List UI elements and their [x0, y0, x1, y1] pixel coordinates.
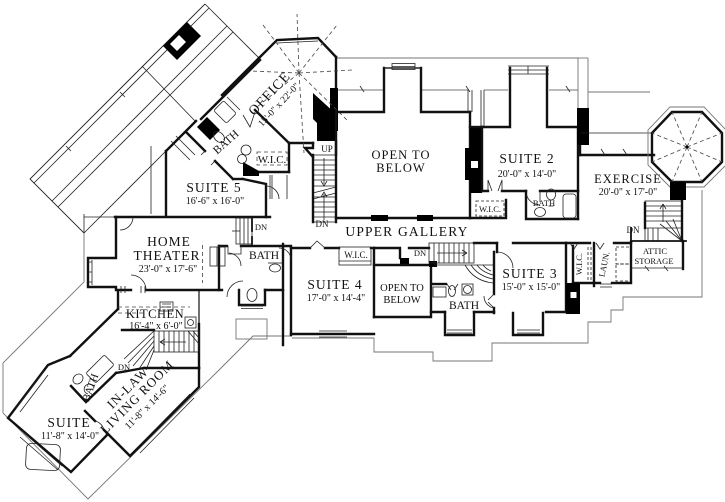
svg-text:15'-0" x 15'-0": 15'-0" x 15'-0" [502, 282, 560, 293]
svg-text:DN: DN [255, 222, 267, 232]
svg-text:KITCHEN: KITCHEN [126, 307, 184, 321]
svg-text:SUITE 4: SUITE 4 [307, 277, 362, 292]
svg-text:DN: DN [627, 225, 640, 235]
svg-text:16'-4" x 6'-0": 16'-4" x 6'-0" [129, 321, 182, 332]
svg-text:UPPER GALLERY: UPPER GALLERY [345, 224, 468, 239]
svg-text:DN: DN [118, 362, 130, 372]
svg-text:SUITE 5: SUITE 5 [186, 180, 241, 195]
svg-text:ATTIC: ATTIC [643, 246, 667, 256]
svg-text:OPEN TO: OPEN TO [372, 148, 431, 162]
svg-text:SUITE 3: SUITE 3 [502, 266, 557, 281]
svg-text:THEATER: THEATER [134, 248, 201, 263]
svg-text:DN: DN [414, 248, 426, 258]
svg-text:BATH: BATH [449, 300, 479, 312]
svg-text:BELOW: BELOW [376, 161, 425, 175]
svg-text:16'-6" x 16'-0": 16'-6" x 16'-0" [186, 196, 244, 207]
svg-text:11'-8" x 14'-0": 11'-8" x 14'-0" [41, 431, 99, 442]
svg-text:BATH: BATH [249, 250, 279, 262]
svg-text:DN: DN [316, 219, 329, 229]
svg-text:W.I.C.: W.I.C. [574, 253, 584, 275]
svg-text:STORAGE: STORAGE [634, 256, 673, 266]
svg-text:17'-0" x 14'-4": 17'-0" x 14'-4" [307, 293, 365, 304]
svg-text:W.I.C.: W.I.C. [479, 204, 501, 214]
svg-text:UP: UP [321, 144, 333, 154]
svg-text:HOME: HOME [147, 234, 191, 249]
svg-text:OPEN TO: OPEN TO [380, 283, 424, 294]
svg-text:SUITE 2: SUITE 2 [499, 151, 554, 166]
svg-text:BATH: BATH [533, 198, 555, 208]
svg-text:20'-0" x 17'-0": 20'-0" x 17'-0" [599, 187, 657, 198]
svg-text:EXERCISE: EXERCISE [594, 172, 662, 186]
svg-text:23'-0" x 17'-6": 23'-0" x 17'-6" [139, 264, 197, 275]
svg-text:W.I.C.: W.I.C. [344, 250, 367, 260]
svg-text:BELOW: BELOW [383, 295, 420, 306]
svg-text:20'-0" x 14'-0": 20'-0" x 14'-0" [498, 169, 556, 180]
svg-text:SUITE: SUITE [47, 415, 90, 430]
svg-text:W.I.C.: W.I.C. [258, 154, 287, 166]
